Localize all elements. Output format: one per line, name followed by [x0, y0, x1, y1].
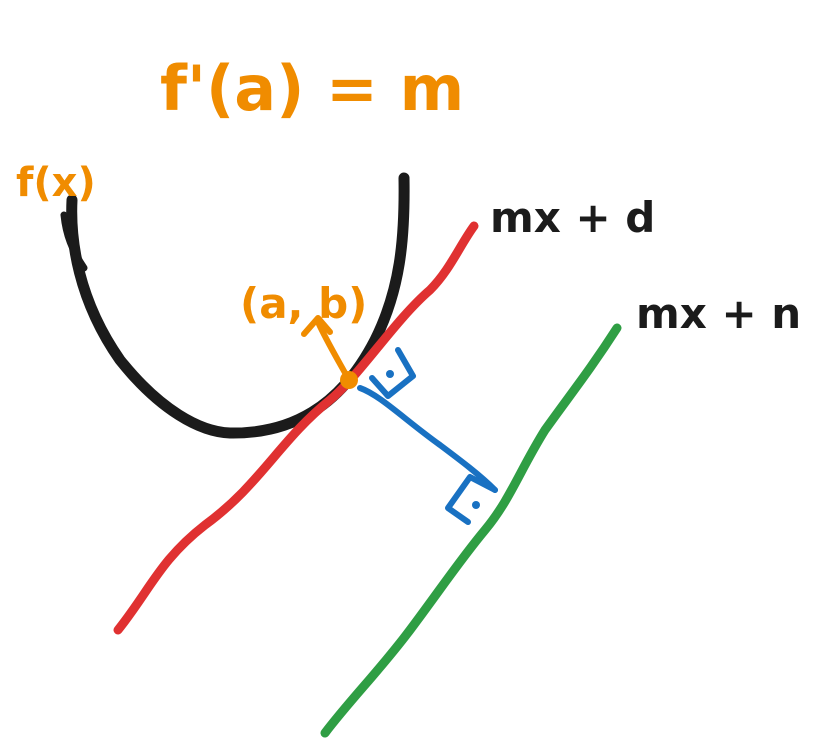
right-angle-dot-top [386, 370, 394, 378]
parallel-line [320, 323, 622, 738]
right-angle-mark-top [369, 347, 416, 399]
right-angle-mark-bottom [445, 474, 498, 525]
tangent-line [113, 221, 479, 635]
function-label: f(x) [16, 160, 96, 206]
parallel-line-label: mx + n [636, 289, 801, 338]
tangent-line-label: mx + d [490, 193, 655, 242]
point-label: (a, b) [240, 279, 367, 328]
function-curve-stroke [60, 211, 88, 272]
derivative-label: f'(a) = m [160, 52, 464, 125]
perpendicular-segment [357, 347, 498, 525]
function-curve [66, 172, 410, 439]
right-angle-dot-bottom [472, 501, 480, 509]
point-pointer-arrow [301, 315, 352, 383]
